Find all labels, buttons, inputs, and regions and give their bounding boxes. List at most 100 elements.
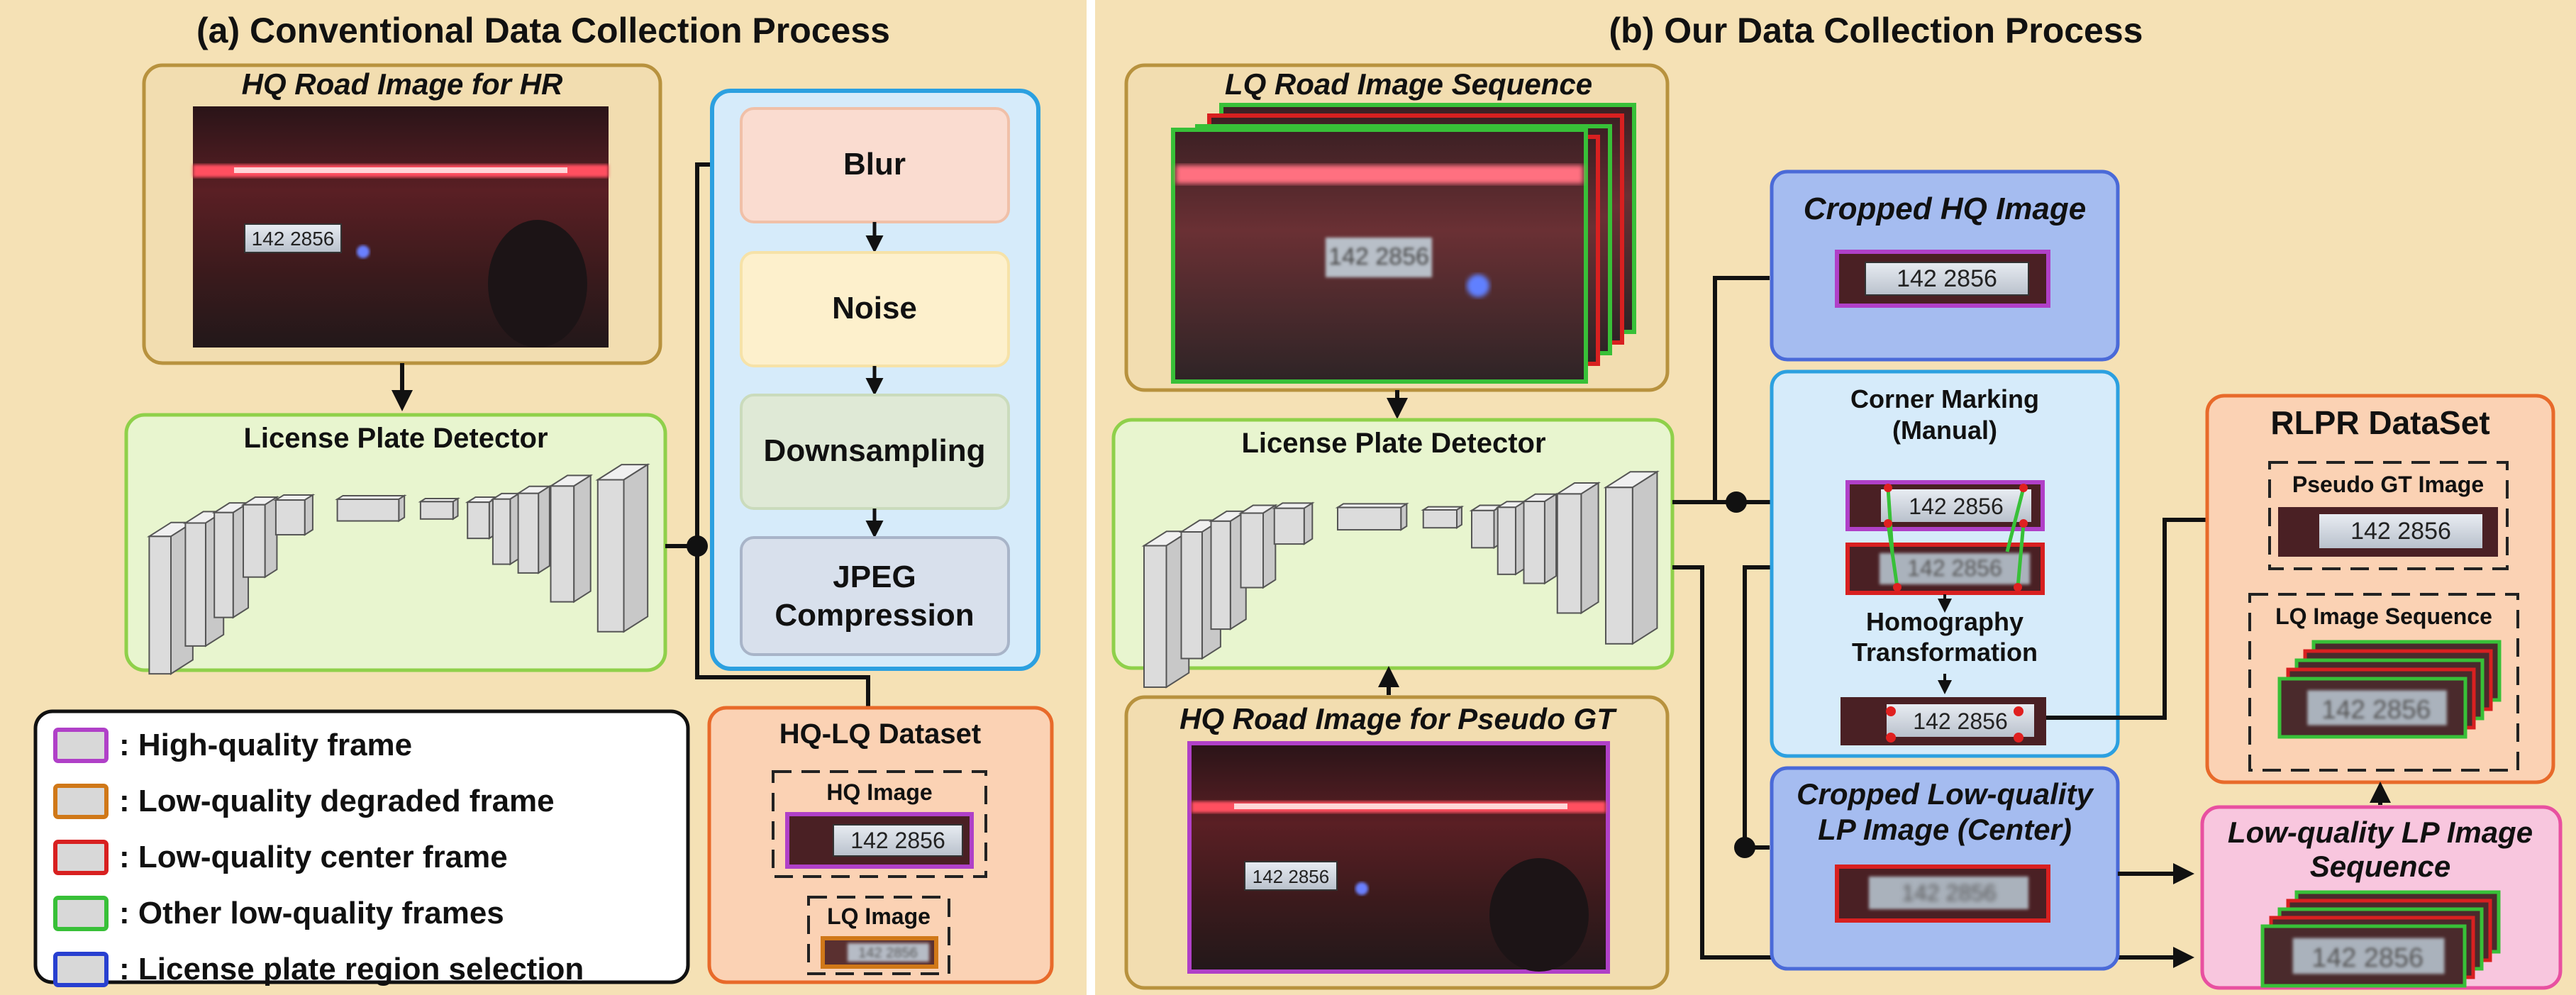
lq-sequence-label: LQ Road Image Sequence (1225, 67, 1592, 101)
rlpr-lq-sequence-stack: 142 2856 (2277, 640, 2502, 739)
lq-lp-sequence-line1: Low-quality LP Image (2228, 816, 2533, 849)
legend-label: : High-quality frame (119, 728, 412, 762)
network-layer-front (467, 501, 490, 540)
noise-label: Noise (832, 291, 917, 326)
network-layer-front (596, 479, 625, 633)
network-layer-front (419, 501, 454, 520)
lq-image-crop: 142 2856 (821, 936, 938, 969)
network-layer-side (623, 463, 649, 633)
panel-divider (1087, 0, 1095, 995)
legend-label: : Other low-quality frames (119, 896, 504, 930)
network-layer-front (1337, 506, 1402, 531)
cropped-hq-label: Cropped HQ Image (1804, 191, 2087, 226)
corner-marking-line1: Corner Marking (1850, 384, 2039, 413)
panel-a-title: (a) Conventional Data Collection Process (196, 11, 890, 50)
network-layer-side (304, 494, 313, 536)
network-layer-side (573, 474, 592, 604)
lq-image-dashed-group (807, 896, 950, 975)
network-layer-front (1143, 545, 1167, 688)
network-layer-front (517, 492, 540, 574)
network-layer-front (1180, 531, 1203, 660)
hq-image-label: HQ Image (826, 779, 932, 805)
network-layer-front (1422, 509, 1458, 529)
legend-swatch (53, 952, 109, 987)
network-layer-side (1543, 492, 1558, 585)
corner-marking-hq-plate: 142 2856 (1845, 480, 2045, 531)
legend-label: : Low-quality degraded frame (119, 784, 555, 818)
network-layer-front (1605, 487, 1633, 645)
network-layer-front (550, 485, 575, 603)
network-layer-front (274, 499, 306, 536)
homography-line2: Transformation (1852, 638, 2038, 667)
network-diagram-a (146, 463, 650, 675)
lq-image-plate-text: 142 2856 (858, 945, 917, 961)
rlpr-dataset-title: RLPR DataSet (2270, 404, 2489, 441)
hq-road-image-label: HQ Road Image for HR (242, 67, 563, 101)
network-layer-front (213, 511, 234, 618)
network-layer-front (336, 498, 400, 522)
corner-marking-lq-plate: 142 2856 (1845, 543, 2045, 595)
network-layer-front (1210, 520, 1231, 630)
network-layer-front (492, 498, 511, 565)
network-layer-side (1400, 502, 1408, 531)
legend-items: : High-quality frame : Low-quality degrad… (53, 728, 584, 987)
lq-lp-sequence-line2: Sequence (2310, 850, 2450, 883)
hq-pseudo-photo: 142 2856 (1187, 741, 1610, 974)
pink-sequence-frame-plate-text: 142 2856 (2311, 943, 2424, 973)
lq-road-light (1467, 274, 1489, 297)
network-layer-side (538, 484, 550, 574)
lq-image-label: LQ Image (827, 904, 931, 929)
rlpr-sequence-frame-plate (2307, 690, 2447, 726)
legend-swatch (53, 728, 109, 763)
legend-swatch (53, 784, 109, 819)
network-layer-front (1523, 501, 1545, 584)
network-layer-front (1497, 506, 1516, 575)
network-layer-side (1262, 504, 1277, 589)
rlpr-sequence-frame-plate-text: 142 2856 (2321, 695, 2431, 724)
jpeg-label: JPEG (833, 560, 916, 594)
hq-image-dashed-group (772, 770, 987, 878)
hq-image-plate-text: 142 2856 (850, 828, 945, 853)
lq-road-plate-text: 142 2856 (1328, 243, 1429, 270)
rlpr-pseudo-gt-plate-text: 142 2856 (2350, 518, 2451, 545)
network-layer-side (452, 497, 459, 521)
network-diagram-b (1141, 470, 1660, 689)
downsampling-label: Downsampling (764, 433, 986, 468)
corner-marking-line2: (Manual) (1892, 416, 1997, 445)
pseudo-gt-label: Pseudo GT Image (2292, 472, 2484, 497)
network-layer-side (1303, 501, 1314, 545)
corner-lq-plate-text: 142 2856 (1907, 555, 2002, 581)
lq-road-taillight (1176, 165, 1583, 184)
hq-pseudo-plate-text: 142 2856 (1253, 866, 1329, 887)
hq-lq-dataset-title: HQ-LQ Dataset (779, 718, 982, 750)
cropped-hq-plate-text: 142 2856 (1897, 265, 1997, 292)
network-layer-front (1273, 507, 1305, 545)
cropped-lq-line2: LP Image (Center) (1818, 813, 2072, 846)
network-layer-side (1580, 482, 1599, 615)
lq-image-sequence-label: LQ Image Sequence (2275, 604, 2492, 629)
network-layer-front (243, 504, 266, 578)
legend-swatch (53, 840, 109, 875)
network-layer-front (1556, 493, 1582, 614)
network-layer-front (1471, 509, 1495, 549)
rlpr-pseudo-gt-plate: 142 2856 (2278, 507, 2498, 557)
hq-road-photo: 142 2856 (193, 106, 609, 348)
hq-image-crop: 142 2856 (785, 812, 974, 869)
network-layer-side (398, 494, 406, 523)
cropped-lq-line1: Cropped Low-quality (1797, 777, 2094, 811)
pseudo-gt-plate-text-b: 142 2856 (1913, 708, 2007, 734)
lq-image-sequence-dashed-group (2248, 593, 2519, 772)
jpeg-compression-step (740, 536, 1010, 656)
pink-sequence-frame-plate (2292, 938, 2445, 974)
network-layer-side (1631, 470, 1658, 645)
cropped-hq-plate: 142 2856 (1835, 250, 2050, 308)
corner-points (1884, 484, 2028, 591)
lq-road-plate (1326, 238, 1432, 277)
legend-label: : License plate region selection (119, 952, 584, 986)
pseudo-gt-plate: 142 2856 (1841, 697, 2046, 745)
lq-lp-sequence-stack: 142 2856 (2260, 890, 2501, 988)
pseudo-gt-dashed-group (2268, 461, 2509, 570)
detector-label-a: License Plate Detector (243, 423, 548, 454)
hq-road-plate-text: 142 2856 (252, 228, 335, 250)
